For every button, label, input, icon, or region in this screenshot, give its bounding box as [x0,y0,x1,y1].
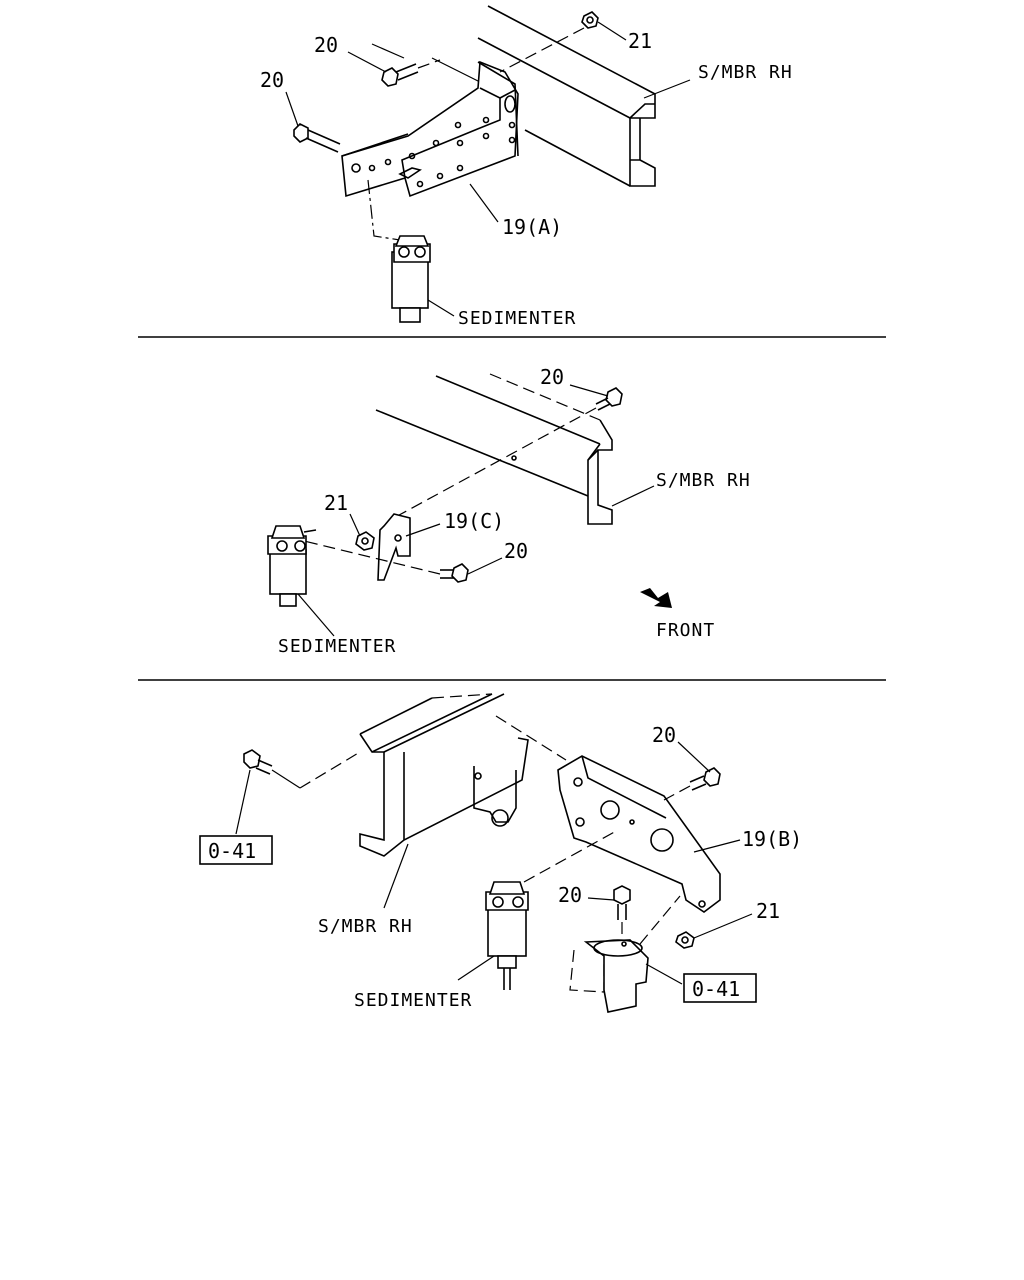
label-20-left-a: 20 [260,68,284,92]
leader-c-bolt-top [569,384,609,397]
leader-b-sedimenter [457,955,495,981]
sedimenter-a [367,179,431,323]
double-filter-b [569,895,681,1013]
label-20-top-b: 20 [652,723,676,747]
label-20-mid-b: 20 [558,883,582,907]
label-20-top-a: 20 [314,33,338,57]
label-sedimenter-a: SEDIMENTER [458,308,576,329]
label-19b: 19(B) [742,827,802,851]
bolt-20-left-a [293,123,341,153]
leader-c-sedimenter [297,593,335,637]
side-member-c [375,373,613,525]
label-19c: 19(C) [444,509,504,533]
leader-b-ref-left [235,769,251,835]
section-b: 0-41 0-41 20 19(B) 20 21 S/MBR RH SEDIME… [199,693,802,1013]
ref-box-left-b[interactable] [199,835,273,865]
section-a: 20 20 21 S/MBR RH 19(A) SEDIMENTER [260,5,793,329]
leader-b-bracket [693,839,741,853]
nut-21-a [499,11,599,73]
leader-a-bolt-top [347,51,387,73]
side-member-a [371,5,656,187]
bolt-20-mid-b [613,885,631,940]
label-20-top-c: 20 [540,365,564,389]
label-21-a: 21 [628,29,652,53]
bracket-19b [557,755,721,913]
leader-a-bracket [469,183,499,223]
leader-a-sedimenter [427,299,455,317]
leader-b-ref-right [645,963,683,985]
leader-c-nut [349,513,361,537]
label-member-b: S/MBR RH [318,916,413,937]
bracket-19a [341,60,519,198]
leader-b-nut [693,913,753,939]
ref-box-right-b[interactable] [683,973,757,1003]
bolt-20-bottom-c [299,539,469,583]
sedimenter-c [267,525,317,607]
label-19a: 19(A) [502,215,562,239]
label-20-bottom-c: 20 [504,539,528,563]
label-21-c: 21 [324,491,348,515]
leader-b-member [383,843,409,909]
label-member-c: S/MBR RH [656,470,751,491]
leader-a-member [643,79,691,99]
nut-21-b [675,931,695,949]
nut-21-c [355,531,375,551]
leader-a-nut [597,21,627,41]
label-front: FRONT [656,620,715,641]
leader-c-member [611,485,655,507]
label-21-b: 21 [756,899,780,923]
sedimenter-b [485,829,619,990]
bracket-19c [377,513,411,581]
bolt-ref-left-b [243,749,301,789]
leader-a-bolt-left [285,91,299,127]
side-member-b [299,693,567,857]
label-sedimenter-b: SEDIMENTER [354,990,472,1011]
leader-b-bolt-top [677,741,711,773]
bolt-20-top-a [381,59,441,87]
section-c: 20 S/MBR RH 21 19(C) 20 SEDIMENTER FRONT [267,365,751,657]
bolt-20-top-c [389,387,623,521]
leader-c-bracket [405,523,441,537]
bolt-20-top-b [663,767,721,801]
leader-c-bolt-bottom [467,557,503,575]
label-ref-right-b[interactable]: 0-41 [692,977,740,1001]
label-sedimenter-c: SEDIMENTER [278,636,396,657]
leader-b-bolt-mid [587,897,615,901]
front-arrow-icon [640,588,672,608]
label-member-a: S/MBR RH [698,62,793,83]
label-ref-left-b[interactable]: 0-41 [208,839,256,863]
